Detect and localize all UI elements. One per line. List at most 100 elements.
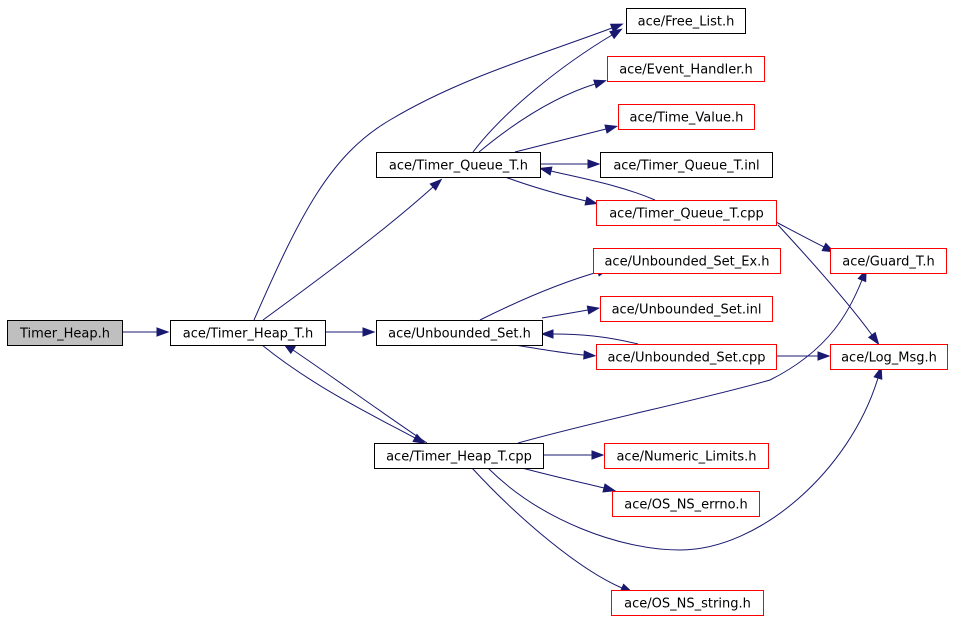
arrowhead-icon — [609, 23, 624, 33]
edge-line — [478, 83, 596, 153]
node-label: ace/Guard_T.h — [842, 255, 934, 270]
node-label: ace/Timer_Queue_T.h — [389, 159, 528, 174]
node-os-ns-errno-h[interactable]: ace/OS_NS_errno.h — [612, 491, 760, 517]
edge-line — [262, 186, 434, 321]
node-label: ace/Unbounded_Set.h — [388, 327, 531, 342]
edge-timer-heap-h-to-timer-heap-t-h — [122, 327, 170, 337]
arrowhead-icon — [540, 329, 554, 339]
node-timer-heap-t-cpp[interactable]: ace/Timer_Heap_T.cpp — [374, 443, 544, 469]
edge-line — [471, 467, 623, 589]
edge-line — [261, 344, 416, 439]
node-box — [607, 56, 765, 82]
node-numeric-limits-h[interactable]: ace/Numeric_Limits.h — [604, 443, 769, 469]
edge-line — [504, 176, 587, 202]
edge-unbounded-set-h-to-unbounded-set-cpp — [514, 344, 597, 360]
edge-unbounded-set-cpp-to-unbounded-set-h — [540, 329, 639, 345]
arrowhead-icon — [412, 433, 426, 444]
edge-line — [541, 309, 589, 319]
node-box — [170, 320, 326, 346]
node-timer-heap-t-h[interactable]: ace/Timer_Heap_T.h — [170, 320, 326, 346]
edge-timer-queue-t-h-to-time-value-h — [514, 124, 619, 153]
node-box — [376, 152, 541, 178]
node-unbounded-set-h[interactable]: ace/Unbounded_Set.h — [376, 320, 543, 346]
arrowhead-icon — [873, 366, 883, 380]
arrowhead-icon — [362, 327, 376, 337]
node-box — [593, 248, 781, 274]
edge-timer-heap-t-h-to-timer-queue-t-h — [262, 178, 443, 321]
edge-timer-heap-t-h-to-free-list-h — [253, 23, 624, 321]
edge-timer-heap-t-h-to-timer-heap-t-cpp — [261, 344, 426, 444]
edge-timer-queue-t-h-to-timer-queue-t-inl — [540, 159, 601, 169]
node-log-msg-h[interactable]: ace/Log_Msg.h — [830, 344, 948, 370]
node-label: ace/Log_Msg.h — [841, 351, 937, 366]
edge-line — [517, 279, 863, 444]
edge-unbounded-set-h-to-unbounded-set-inl — [541, 305, 601, 319]
arrowhead-icon — [584, 196, 599, 206]
edge-line — [521, 467, 605, 489]
edge-unbounded-set-cpp-to-log-msg-h — [776, 351, 831, 361]
edge-line — [487, 377, 879, 551]
arrowhead-icon — [817, 351, 831, 361]
edge-timer-queue-t-cpp-to-log-msg-h — [777, 224, 880, 346]
node-timer-queue-t-cpp[interactable]: ace/Timer_Queue_T.cpp — [596, 200, 777, 226]
nodes-layer: Timer_Heap.h ace/Timer_Heap_T.h ace/Free_L… — [7, 8, 948, 616]
edge-timer-heap-t-cpp-to-numeric-limits-h — [543, 450, 605, 460]
node-unbounded-set-inl[interactable]: ace/Unbounded_Set.inl — [600, 296, 773, 322]
node-box — [612, 491, 760, 517]
node-label: ace/Unbounded_Set_Ex.h — [604, 255, 769, 270]
node-label: ace/Timer_Queue_T.cpp — [609, 207, 764, 222]
arrowhead-icon — [429, 178, 443, 191]
node-free-list-h[interactable]: ace/Free_List.h — [626, 8, 746, 34]
node-label: ace/Numeric_Limits.h — [616, 450, 756, 465]
node-box — [830, 344, 948, 370]
arrowhead-icon — [587, 159, 601, 169]
edge-line — [777, 224, 873, 336]
arrowhead-icon — [538, 166, 553, 176]
edge-line — [253, 27, 613, 321]
node-unbounded-set-ex-h[interactable]: ace/Unbounded_Set_Ex.h — [593, 248, 781, 274]
arrowhead-icon — [604, 124, 619, 134]
node-box — [830, 248, 947, 274]
arrowhead-icon — [609, 28, 623, 40]
arrowhead-icon — [156, 327, 170, 337]
node-time-value-h[interactable]: ace/Time_Value.h — [618, 104, 755, 130]
arrowhead-icon — [591, 450, 605, 460]
edge-line — [514, 344, 585, 356]
edge-line — [479, 271, 599, 321]
node-label: ace/Time_Value.h — [630, 111, 744, 126]
edge-timer-heap-t-cpp-to-log-msg-h — [487, 366, 883, 551]
node-label: ace/Timer_Queue_T.inl — [613, 159, 759, 174]
node-box — [376, 320, 543, 346]
node-timer-queue-t-inl[interactable]: ace/Timer_Queue_T.inl — [600, 152, 773, 178]
node-label: ace/Timer_Heap_T.cpp — [386, 450, 532, 465]
node-event-handler-h[interactable]: ace/Event_Handler.h — [607, 56, 765, 82]
edge-timer-queue-t-h-to-event-handler-h — [478, 79, 607, 153]
node-box — [374, 443, 544, 469]
node-box — [7, 320, 123, 346]
edge-timer-heap-t-cpp-to-os-ns-errno-h — [521, 467, 617, 493]
node-label: ace/Unbounded_Set.cpp — [607, 351, 765, 366]
arrowhead-icon — [583, 350, 597, 360]
node-box — [596, 200, 777, 226]
node-label: Timer_Heap.h — [19, 327, 110, 342]
arrowhead-icon — [867, 331, 880, 346]
edge-timer-queue-t-cpp-to-timer-queue-t-h — [538, 166, 656, 201]
edge-line — [775, 221, 825, 248]
edge-line — [472, 34, 613, 153]
node-label: ace/OS_NS_errno.h — [624, 498, 748, 513]
arrowhead-icon — [586, 305, 601, 315]
arrowhead-icon — [602, 483, 617, 493]
node-unbounded-set-cpp[interactable]: ace/Unbounded_Set.cpp — [596, 344, 777, 370]
node-box — [626, 8, 746, 34]
node-timer-heap-h: Timer_Heap.h — [7, 320, 123, 346]
node-guard-t-h[interactable]: ace/Guard_T.h — [830, 248, 947, 274]
edge-line — [514, 128, 607, 153]
node-label: ace/Unbounded_Set.inl — [612, 303, 762, 318]
node-box — [618, 104, 755, 130]
node-box — [611, 590, 764, 616]
edge-timer-heap-t-cpp-to-timer-heap-t-h — [282, 342, 428, 444]
arrowhead-icon — [593, 79, 607, 89]
node-timer-queue-t-h[interactable]: ace/Timer_Queue_T.h — [376, 152, 541, 178]
node-os-ns-string-h[interactable]: ace/OS_NS_string.h — [611, 590, 764, 616]
